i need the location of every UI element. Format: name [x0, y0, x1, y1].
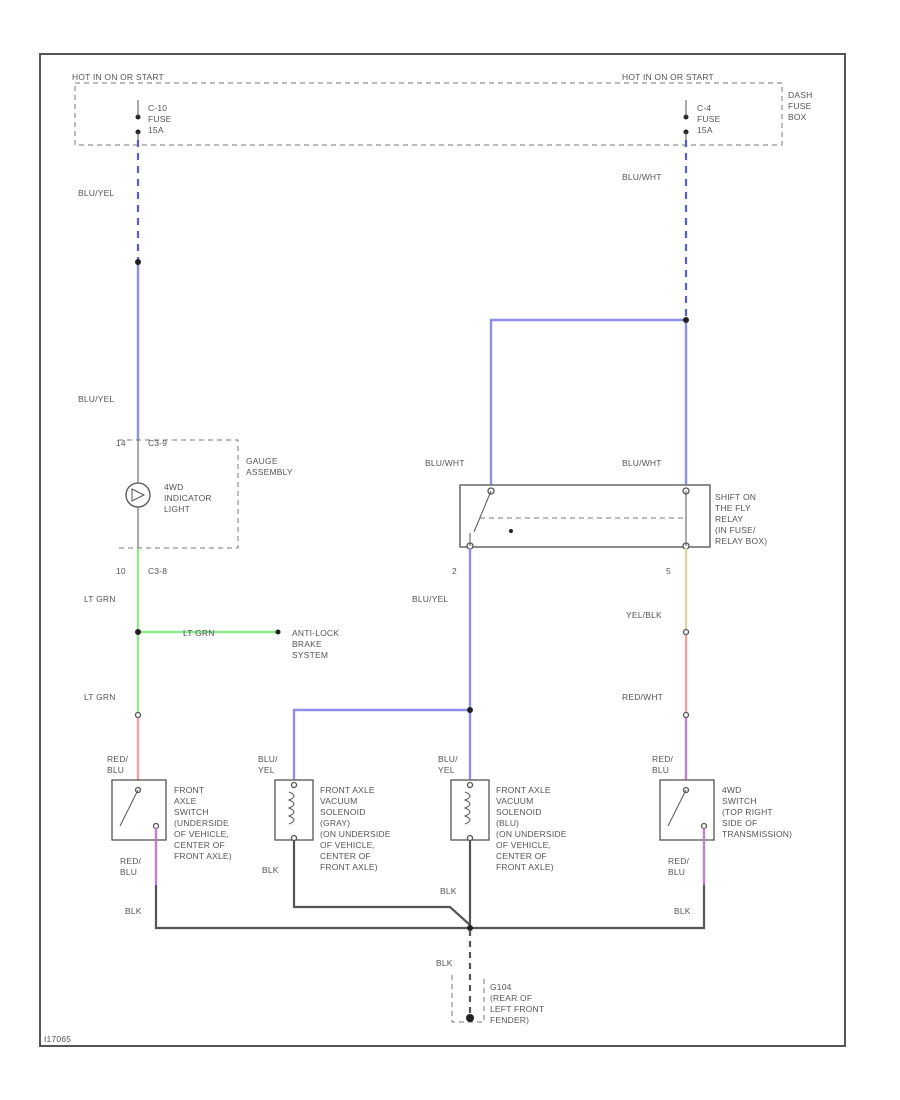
blk-label-sol1: BLK — [262, 865, 279, 875]
wire-blk-left — [154, 885, 470, 930]
blk-label-ground: BLK — [436, 958, 453, 968]
hot-label-right: HOT IN ON OR START — [622, 72, 714, 82]
wire-label-lt-grn-1: LT GRN — [84, 594, 116, 604]
relay-pin-right: 5 — [666, 566, 671, 576]
wire-label-yel-blk: YEL/BLK — [626, 610, 662, 620]
blk-label-right: BLK — [674, 906, 691, 916]
relay-pin-left: 2 — [452, 566, 457, 576]
wire-label-lt-grn-branch: LT GRN — [183, 628, 215, 638]
relay-wire-right-label: BLU/WHT — [622, 458, 662, 468]
gauge-conn-top: C3-9 — [148, 438, 167, 448]
gauge-pin-top: 14 — [116, 438, 126, 448]
wire-label-blu-yel-top: BLU/YEL — [78, 188, 114, 198]
indicator-light-icon — [125, 482, 151, 508]
sw2-bottom-label: RED/BLU — [668, 856, 690, 877]
wire-label-blu-wht-top: BLU/WHT — [622, 172, 662, 182]
sol1-top-label: BLU/YEL — [258, 754, 278, 775]
figure-id: I17065 — [44, 1034, 71, 1044]
wire-blu-yel-sol1 — [292, 708, 470, 785]
gauge-conn-bottom: C3-8 — [148, 566, 167, 576]
sol2-top-label: BLU/YEL — [438, 754, 458, 775]
wire-blu-wht-branch — [489, 318, 686, 490]
wire-label-blu-yel-relay: BLU/YEL — [412, 594, 448, 604]
diagram-frame — [39, 53, 846, 1047]
blk-label-left: BLK — [125, 906, 142, 916]
relay-wire-left-label: BLU/WHT — [425, 458, 465, 468]
sw1-top-label: RED/BLU — [107, 754, 129, 775]
sw1-bottom-label: RED/BLU — [120, 856, 142, 877]
wire-blk-sol1 — [292, 840, 471, 926]
sw2-top-label: RED/BLU — [652, 754, 674, 775]
wire-blk-right — [470, 885, 706, 930]
wire-label-blu-yel-mid: BLU/YEL — [78, 394, 114, 404]
wire-label-red-wht: RED/WHT — [622, 692, 663, 702]
wire-label-lt-grn-2: LT GRN — [84, 692, 116, 702]
hot-label-left: HOT IN ON OR START — [72, 72, 164, 82]
gauge-pin-bottom: 10 — [116, 566, 126, 576]
blk-label-sol2: BLK — [440, 886, 457, 896]
